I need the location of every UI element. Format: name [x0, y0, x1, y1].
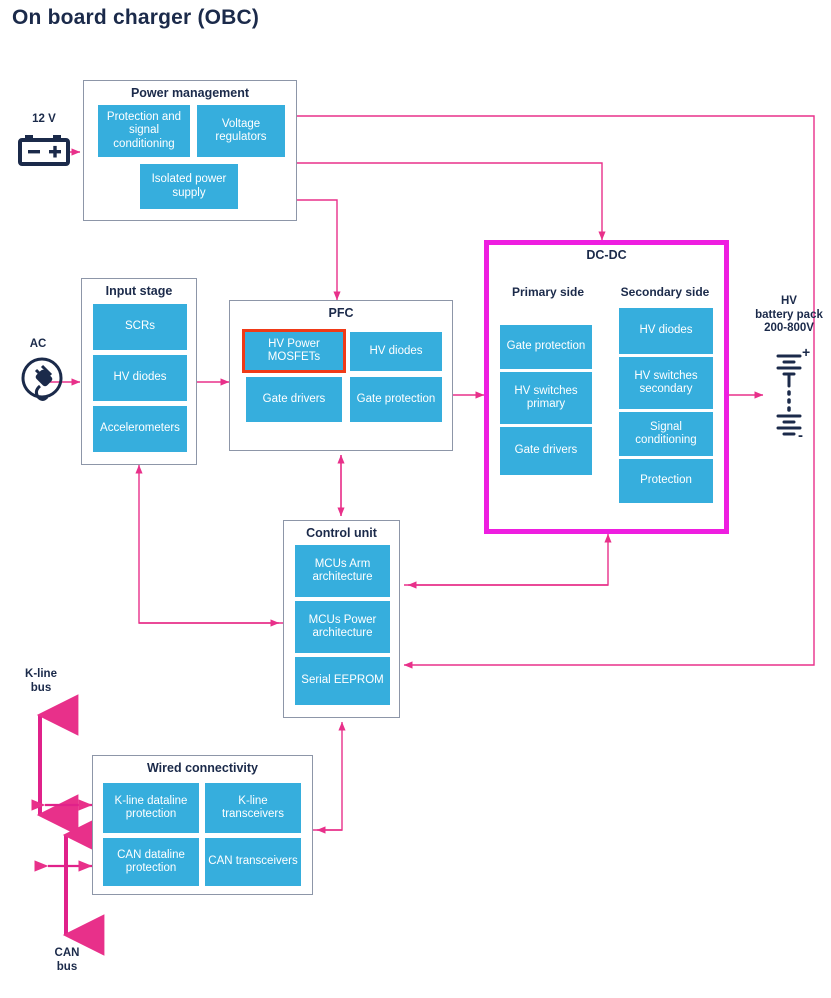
- block-scrs[interactable]: SCRs: [93, 304, 187, 350]
- block-isolated-power-supply[interactable]: Isolated power supply: [140, 164, 238, 209]
- page-title: On board charger (OBC): [12, 6, 260, 29]
- block-hv-diodes-pfc[interactable]: HV diodes: [350, 332, 442, 371]
- wire-pm-to-control-unit-right: [297, 115, 815, 669]
- wire-control-unit-to-dcdc-bottom: [404, 533, 612, 586]
- battery-cells-icon: + -: [776, 344, 810, 444]
- block-gate-protection-primary[interactable]: Gate protection: [500, 325, 592, 369]
- group-title-control-unit: Control unit: [306, 526, 377, 540]
- car-battery-icon: [18, 135, 70, 166]
- group-wired-connectivity[interactable]: Wired connectivity K-line dataline prote…: [92, 755, 313, 895]
- block-accelerometers[interactable]: Accelerometers: [93, 406, 187, 452]
- wire-pm-to-dcdc: [297, 162, 606, 241]
- block-mcus-power-architecture[interactable]: MCUs Power architecture: [295, 601, 390, 653]
- block-gate-protection-pfc[interactable]: Gate protection: [350, 377, 442, 422]
- block-protection-and-signal-conditioning[interactable]: Protection and signal conditioning: [98, 105, 190, 157]
- block-gate-drivers-primary[interactable]: Gate drivers: [500, 427, 592, 475]
- group-dcdc[interactable]: DC-DC Primary side Secondary side Gate p…: [484, 240, 729, 534]
- wire-control-unit-to-input-stage: [135, 464, 283, 624]
- ac-plug-icon: [21, 357, 63, 401]
- block-kline-dataline-protection[interactable]: K-line dataline protection: [103, 783, 199, 833]
- wire-wired-connectivity-to-control-unit: [313, 721, 346, 831]
- group-input-stage[interactable]: Input stage SCRs HV diodes Accelerometer…: [81, 278, 197, 465]
- block-hv-power-mosfets[interactable]: HV Power MOSFETs: [242, 329, 346, 373]
- block-mcus-arm-architecture[interactable]: MCUs Arm architecture: [295, 545, 390, 597]
- group-power-management[interactable]: Power management Protection and signal c…: [83, 80, 297, 221]
- block-hv-switches-secondary[interactable]: HV switches secondary: [619, 357, 713, 409]
- can-bus-label: CAN bus: [54, 947, 80, 973]
- ac-input-label: AC: [29, 338, 47, 350]
- block-serial-eeprom[interactable]: Serial EEPROM: [295, 657, 390, 705]
- subtitle-primary-side: Primary side: [511, 285, 585, 299]
- subtitle-secondary-side: Secondary side: [620, 285, 710, 299]
- group-title-power-management: Power management: [130, 86, 250, 100]
- block-gate-drivers-pfc[interactable]: Gate drivers: [246, 377, 342, 422]
- wire-pm-to-pfc: [297, 199, 341, 301]
- hv-battery-minus: -: [798, 427, 803, 444]
- block-protection-secondary[interactable]: Protection: [619, 459, 713, 503]
- group-pfc[interactable]: PFC HV Power MOSFETs HV diodes Gate driv…: [229, 300, 453, 451]
- group-control-unit[interactable]: Control unit MCUs Arm architecture MCUs …: [283, 520, 400, 718]
- block-kline-transceivers[interactable]: K-line transceivers: [205, 783, 301, 833]
- kline-bus-label: K-line bus: [25, 668, 57, 694]
- block-signal-conditioning-secondary[interactable]: Signal conditioning: [619, 412, 713, 456]
- block-hv-diodes-input[interactable]: HV diodes: [93, 355, 187, 401]
- hv-battery-label: HV battery pack 200-800V: [755, 295, 823, 334]
- block-can-transceivers[interactable]: CAN transceivers: [205, 838, 301, 886]
- group-title-pfc: PFC: [328, 306, 354, 320]
- battery-12v-label: 12 V: [32, 113, 56, 125]
- block-hv-diodes-secondary[interactable]: HV diodes: [619, 308, 713, 354]
- block-can-dataline-protection[interactable]: CAN dataline protection: [103, 838, 199, 886]
- group-title-input-stage: Input stage: [105, 284, 173, 298]
- group-title-wired-connectivity: Wired connectivity: [146, 761, 259, 775]
- group-title-dcdc: DC-DC: [586, 248, 627, 262]
- hv-battery-plus: +: [802, 344, 810, 360]
- block-hv-switches-primary[interactable]: HV switches primary: [500, 372, 592, 424]
- block-voltage-regulators[interactable]: Voltage regulators: [197, 105, 285, 157]
